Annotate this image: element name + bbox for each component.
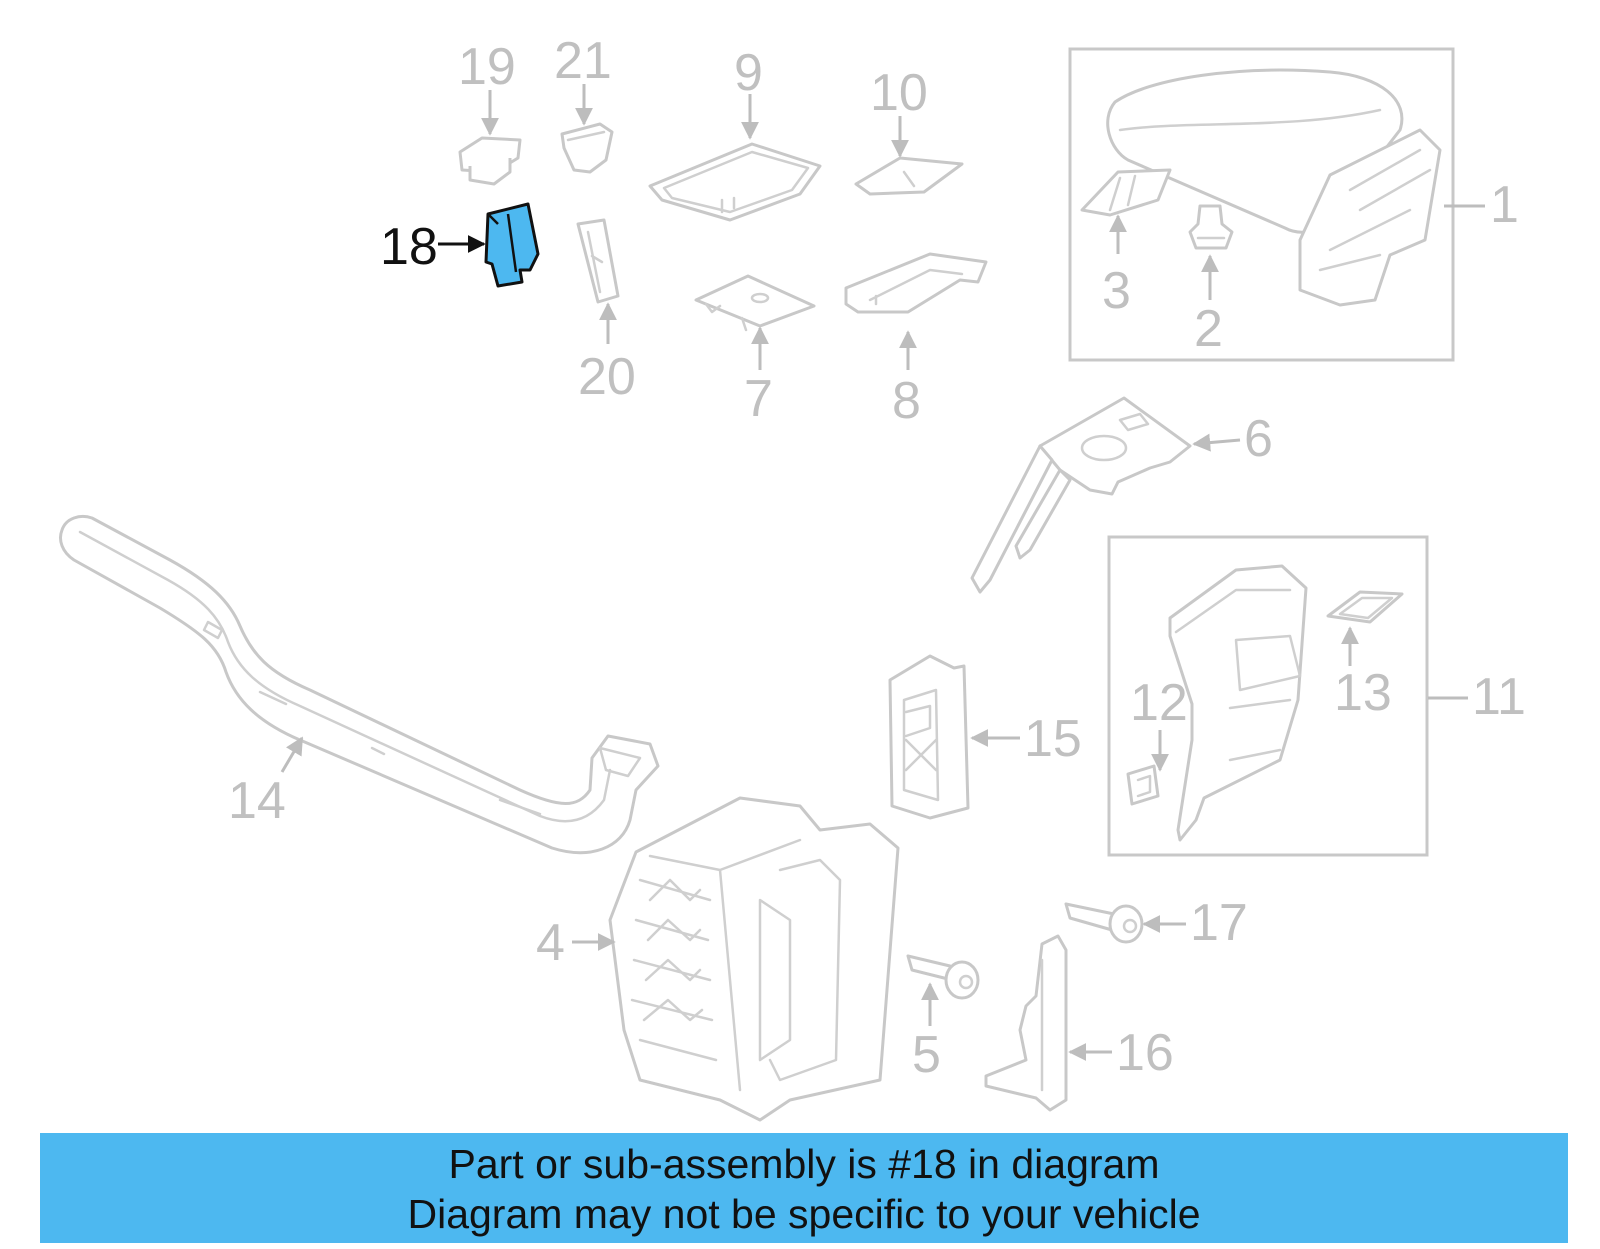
part-6-bracket (970, 396, 1192, 594)
group-box-11 (1107, 535, 1429, 857)
callout-2: 2 (1194, 300, 1223, 358)
part-21 (560, 122, 614, 174)
callout-6: 6 (1244, 410, 1273, 468)
part-10 (854, 156, 964, 196)
callout-17: 17 (1190, 894, 1248, 952)
callout-8: 8 (892, 372, 921, 430)
callout-18: 18 (380, 218, 438, 276)
callout-1: 1 (1490, 176, 1519, 234)
callout-4: 4 (536, 914, 565, 972)
part-14-duct (59, 515, 660, 855)
callout-21: 21 (554, 32, 612, 90)
callout-14: 14 (228, 772, 286, 830)
callout-15: 15 (1024, 710, 1082, 768)
part-17-screw (1064, 902, 1144, 944)
part-8 (844, 252, 988, 314)
part-19 (458, 136, 522, 186)
callout-16: 16 (1116, 1024, 1174, 1082)
part-16 (984, 934, 1068, 1112)
part-12 (1126, 764, 1160, 806)
callout-3: 3 (1102, 262, 1131, 320)
part-4-console-box (608, 796, 900, 1122)
callout-9: 9 (734, 44, 763, 102)
banner-line-part: Part or sub-assembly is #18 in diagram (448, 1141, 1160, 1187)
part-3 (1080, 168, 1172, 217)
callout-10: 10 (870, 64, 928, 122)
part-1-armrest-lid (1106, 68, 1442, 307)
banner-line-disclaimer: Diagram may not be specific to your vehi… (407, 1191, 1201, 1237)
part-2-clip (1188, 204, 1234, 250)
part-13 (1326, 590, 1404, 624)
part-15 (888, 654, 970, 820)
part-7 (694, 274, 816, 332)
part-9-tray (648, 142, 822, 222)
part-5-screw (906, 954, 980, 1000)
callout-5: 5 (912, 1026, 941, 1084)
leader-lines (280, 84, 1485, 1061)
part-18-highlighted (484, 202, 540, 288)
callout-20: 20 (578, 348, 636, 406)
callout-11: 11 (1472, 668, 1526, 726)
callout-19: 19 (458, 38, 516, 96)
callout-7: 7 (744, 370, 773, 428)
info-banner: Part or sub-assembly is #18 in diagram D… (40, 1133, 1568, 1243)
part-20 (576, 218, 620, 304)
callout-labels: 19 21 9 10 18 20 7 8 3 2 1 6 12 13 11 15… (228, 32, 1526, 1084)
callout-12: 12 (1130, 674, 1188, 732)
callout-13: 13 (1334, 664, 1392, 722)
part-11-rear-panel (1168, 564, 1308, 842)
